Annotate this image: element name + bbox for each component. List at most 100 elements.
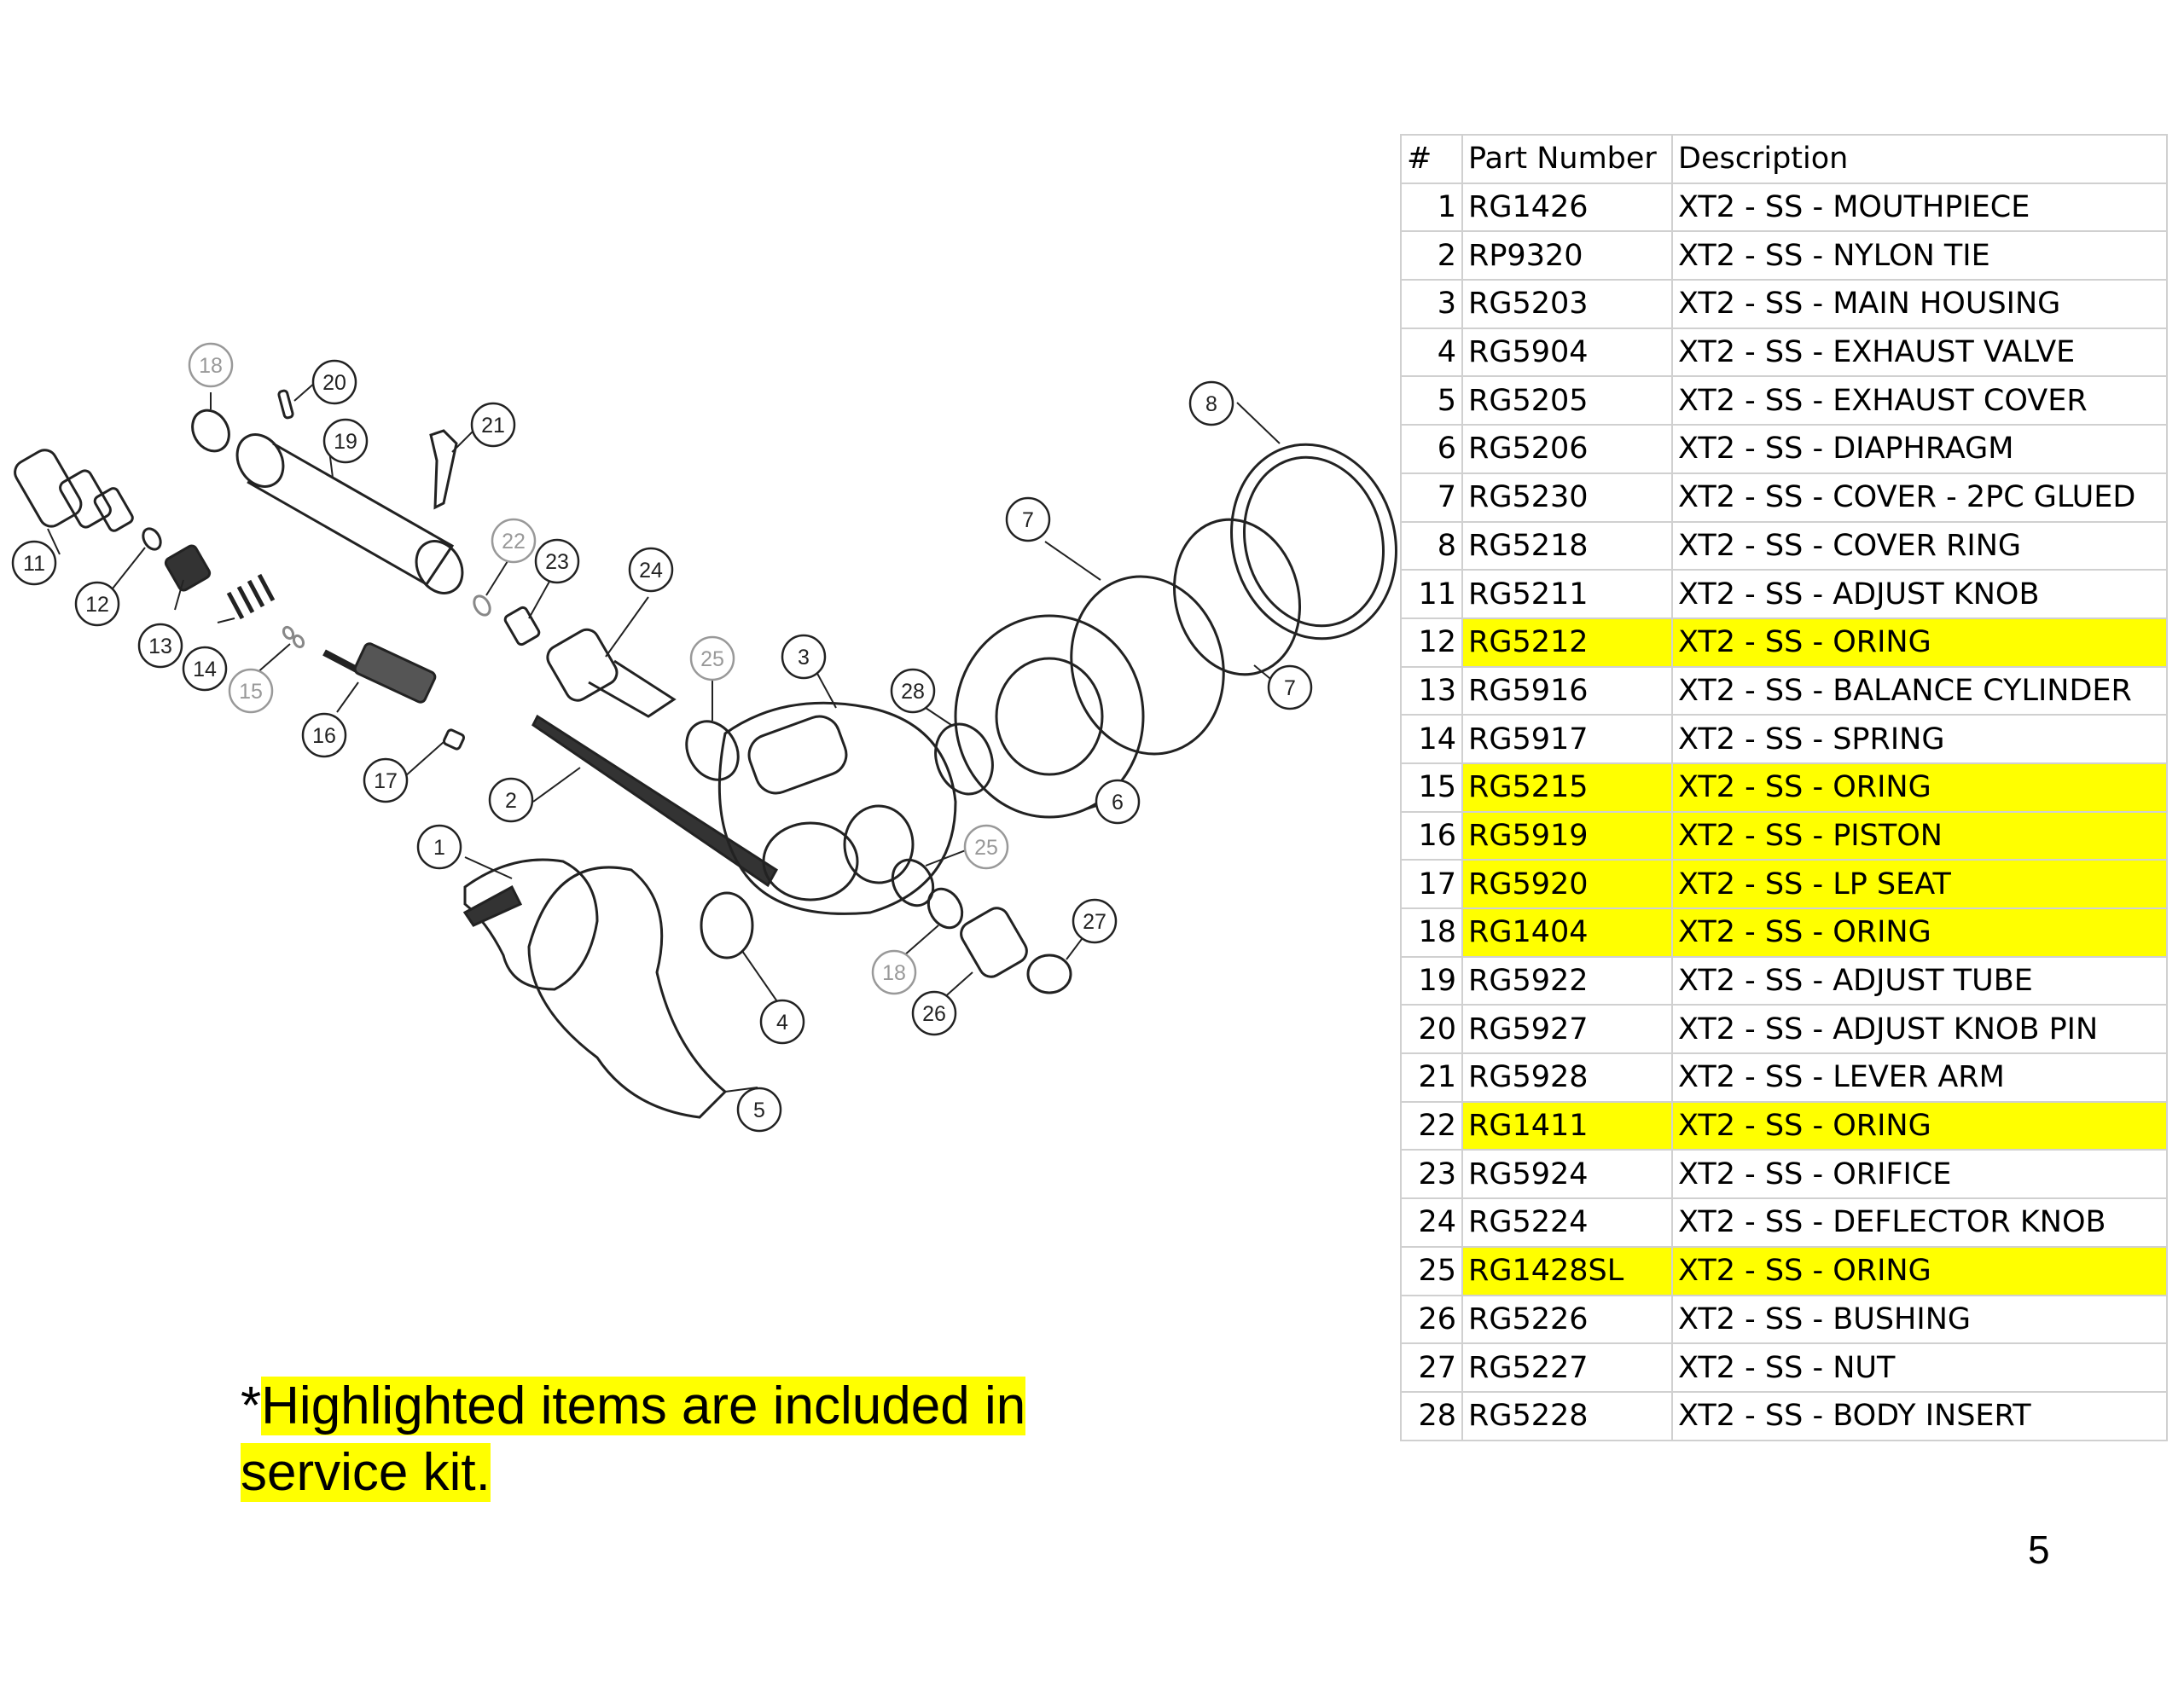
cell-description: XT2 - SS - COVER - 2PC GLUED (1671, 472, 2168, 523)
cell-part-number: RG5228 (1461, 1390, 1673, 1441)
cell-part-number: RG5218 (1461, 520, 1673, 571)
callout-number: 18 (199, 354, 223, 378)
cell-description: XT2 - SS - ORING (1671, 907, 2168, 958)
callout-number: 20 (322, 371, 346, 395)
callout-number: 19 (334, 430, 357, 454)
cell-num: 7 (1400, 472, 1463, 523)
cell-description: XT2 - SS - BODY INSERT (1671, 1390, 2168, 1441)
callout-number: 15 (239, 680, 263, 704)
cell-part-number: RG1404 (1461, 907, 1673, 958)
callout-circle (470, 402, 516, 448)
header-part-number: Part Number (1461, 134, 1673, 184)
callout-number: 7 (1284, 676, 1296, 700)
cell-description: XT2 - SS - SPRING (1671, 714, 2168, 764)
cell-num: 5 (1400, 375, 1463, 426)
cell-description: XT2 - SS - DEFLECTOR KNOB (1671, 1197, 2168, 1248)
cell-num: 21 (1400, 1052, 1463, 1103)
cell-part-number: RP9320 (1461, 230, 1673, 281)
cell-num: 6 (1400, 424, 1463, 474)
callout-number: 2 (505, 789, 517, 813)
callout-number: 7 (1022, 508, 1034, 532)
cell-num: 20 (1400, 1004, 1463, 1055)
part-adjust-knob (14, 449, 134, 532)
cell-part-number: RG5224 (1461, 1197, 1673, 1248)
callout-circle (890, 668, 936, 714)
cell-num: 18 (1400, 907, 1463, 958)
cell-description: XT2 - SS - MOUTHPIECE (1671, 182, 2168, 233)
callout-circle (534, 538, 580, 584)
cell-description: XT2 - SS - ORING (1671, 1100, 2168, 1151)
cell-description: XT2 - SS - NUT (1671, 1342, 2168, 1393)
callout-circle (491, 518, 537, 564)
cell-description: XT2 - SS - DIAPHRAGM (1671, 424, 2168, 474)
cell-part-number: RG5203 (1461, 279, 1673, 329)
callout-number: 16 (312, 724, 336, 748)
cell-part-number: RG5211 (1461, 569, 1673, 619)
header-num: # (1400, 134, 1463, 184)
callout-circle (1072, 898, 1118, 944)
cell-num: 11 (1400, 569, 1463, 619)
callout-number: 13 (148, 635, 172, 658)
callout-number: 25 (974, 836, 998, 860)
cell-num: 23 (1400, 1149, 1463, 1200)
callout-circle (416, 824, 462, 870)
exploded-diagram-svg: 1820192111121314151617222324253212878762… (11, 342, 1397, 1133)
cell-description: XT2 - SS - PISTON (1671, 810, 2168, 861)
callout-circle (1095, 779, 1141, 825)
callout-circle (188, 342, 234, 388)
callout-number: 18 (882, 961, 906, 985)
cell-part-number: RG1426 (1461, 182, 1673, 233)
cell-num: 28 (1400, 1390, 1463, 1441)
cell-part-number: RG5230 (1461, 472, 1673, 523)
table-header-row: # Part Number Description (1400, 134, 2168, 184)
cell-description: XT2 - SS - ADJUST KNOB (1671, 569, 2168, 619)
cell-part-number: RG5919 (1461, 810, 1673, 861)
callout-circle (228, 668, 274, 714)
callout-circle (11, 540, 57, 586)
callout-circle (871, 949, 917, 995)
cell-num: 26 (1400, 1294, 1463, 1345)
cell-description: XT2 - SS - COVER RING (1671, 520, 2168, 571)
cell-part-number: RG5916 (1461, 665, 1673, 716)
callout-number: 6 (1112, 791, 1124, 815)
callout-number: 3 (798, 646, 810, 670)
cell-part-number: RG5917 (1461, 714, 1673, 764)
cell-description: XT2 - SS - MAIN HOUSING (1671, 279, 2168, 329)
callout-number: 5 (753, 1099, 765, 1122)
callout-number: 4 (776, 1011, 788, 1035)
cell-num: 1 (1400, 182, 1463, 233)
callout-number: 26 (922, 1002, 946, 1026)
cell-num: 2 (1400, 230, 1463, 281)
callout-number: 8 (1205, 392, 1217, 416)
note-line-2: service kit. (241, 1443, 491, 1502)
service-kit-note: *Highlighted items are included in servi… (241, 1373, 1026, 1506)
cell-description: XT2 - SS - ORING (1671, 617, 2168, 668)
callout-circle (311, 359, 357, 405)
cell-part-number: RG1411 (1461, 1100, 1673, 1151)
cell-num: 4 (1400, 327, 1463, 378)
callout-circle (911, 990, 957, 1036)
callout-number: 17 (374, 769, 398, 793)
cell-num: 27 (1400, 1342, 1463, 1393)
callout-circle (736, 1087, 782, 1133)
cell-description: XT2 - SS - ORING (1671, 1245, 2168, 1296)
cell-part-number: RG5227 (1461, 1342, 1673, 1393)
